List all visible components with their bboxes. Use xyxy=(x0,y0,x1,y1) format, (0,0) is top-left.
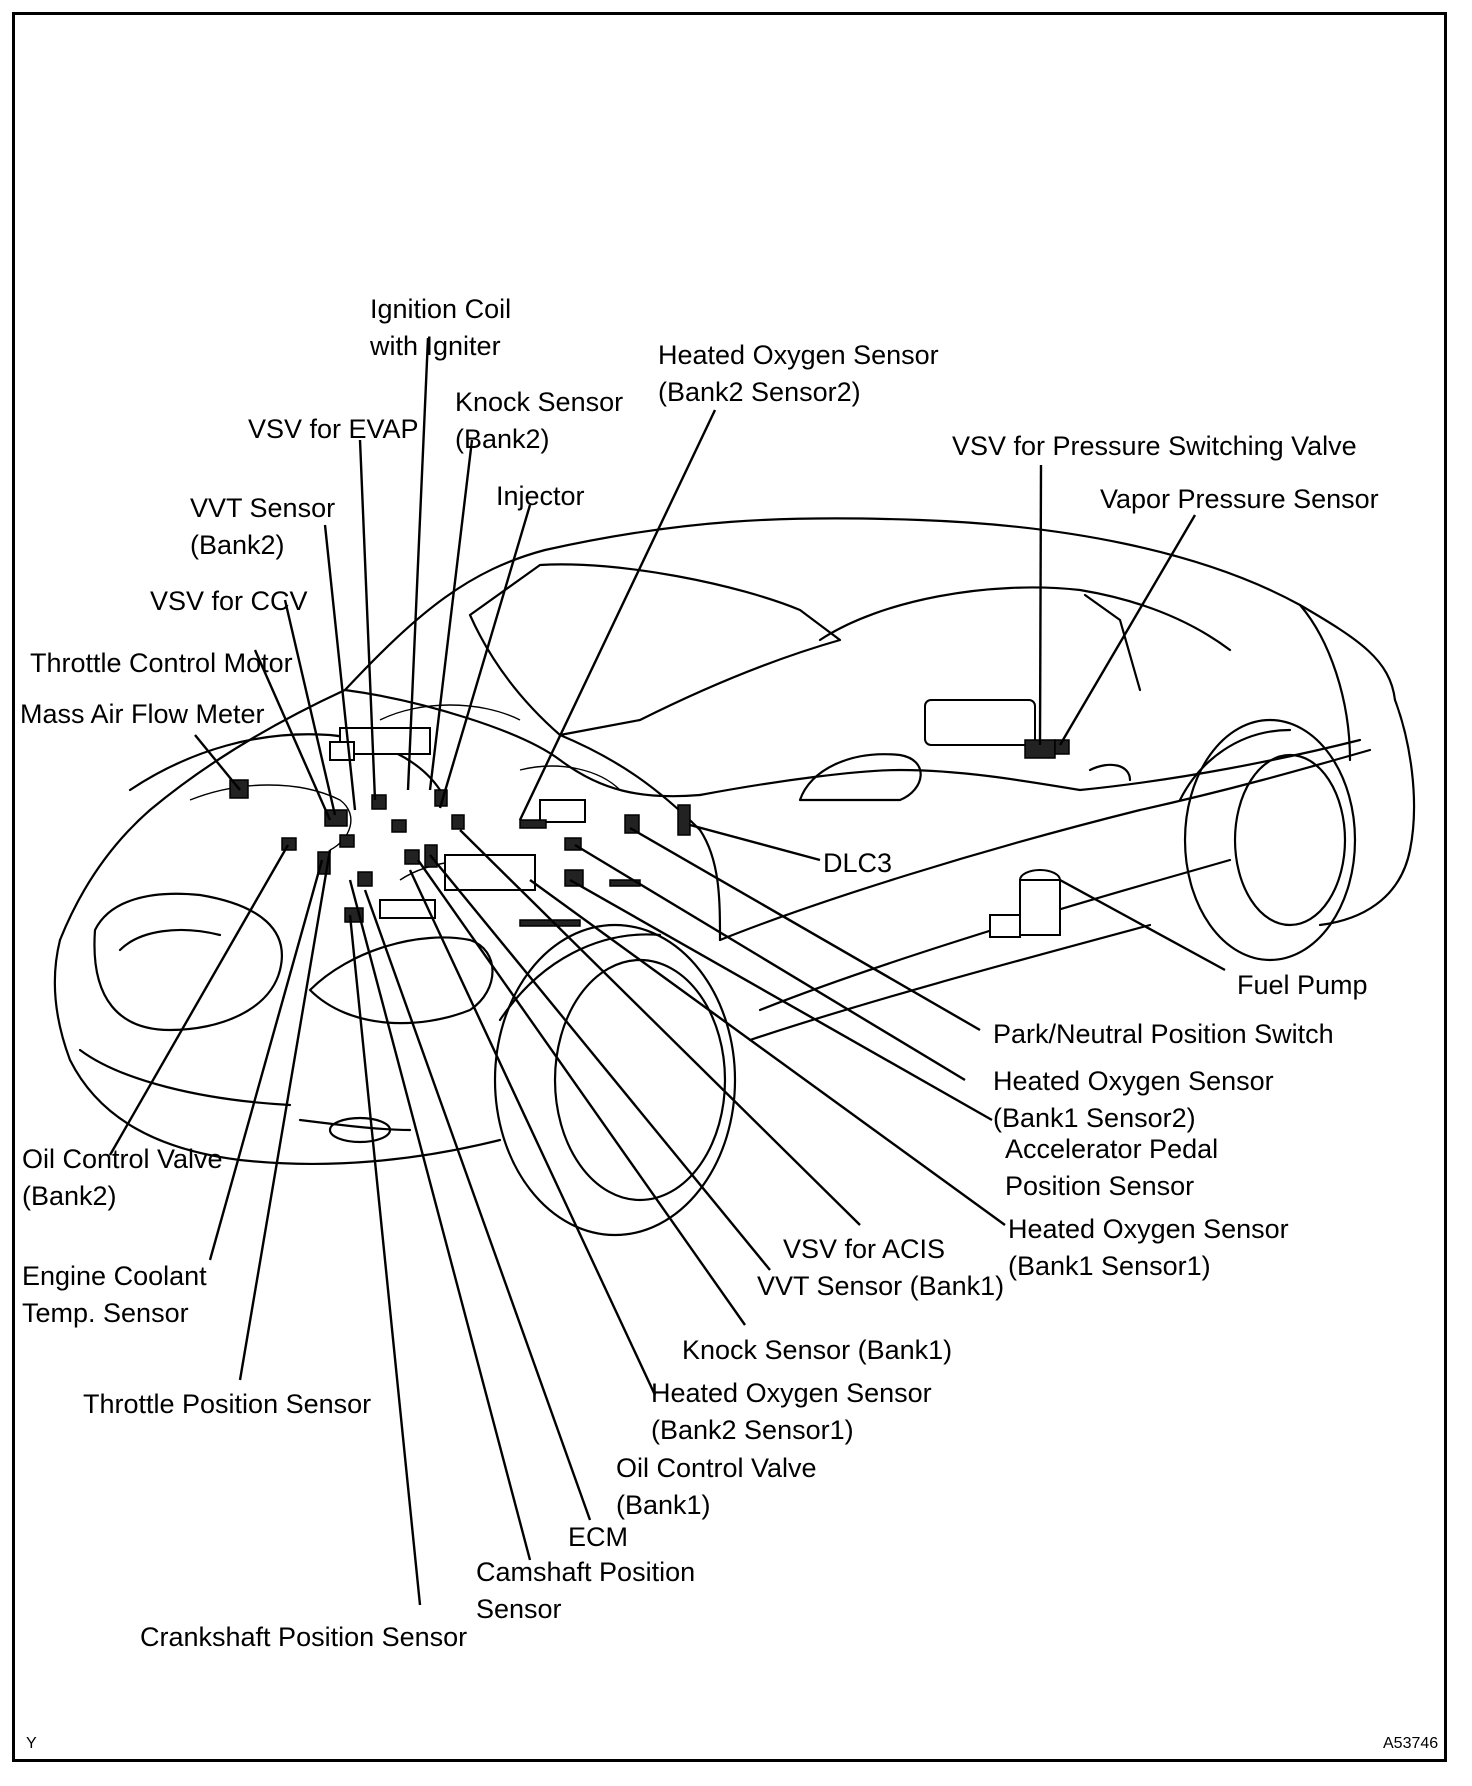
label-maf: Mass Air Flow Meter xyxy=(20,699,265,729)
label-ho2-b1s1-2: (Bank1 Sensor1) xyxy=(1008,1251,1211,1281)
label-knock-b1: Knock Sensor (Bank1) xyxy=(682,1335,952,1365)
label-ecm: ECM xyxy=(568,1522,628,1552)
label-ho2-b2s2-2: (Bank2 Sensor2) xyxy=(658,377,861,407)
label-ocv-b2-2: (Bank2) xyxy=(22,1181,117,1211)
label-ignition-coil-1: Ignition Coil xyxy=(370,294,511,324)
label-ocv-b1-1: Oil Control Valve xyxy=(616,1453,817,1483)
label-injector: Injector xyxy=(496,481,585,511)
figure-id: A53746 xyxy=(1383,1735,1438,1752)
leader-lines xyxy=(108,337,1226,1606)
label-knock-b2-2: (Bank2) xyxy=(455,424,550,454)
label-vsv-psv: VSV for Pressure Switching Valve xyxy=(952,431,1357,461)
label-vsv-ccv: VSV for CCV xyxy=(150,586,308,616)
label-ocv-b2-1: Oil Control Valve xyxy=(22,1144,223,1174)
ecu-box xyxy=(539,799,586,823)
label-knock-b2-1: Knock Sensor xyxy=(455,387,623,417)
component-parts xyxy=(229,699,1070,938)
label-ignition-coil-2: with Igniter xyxy=(369,331,501,361)
label-ect-1: Engine Coolant xyxy=(22,1261,207,1291)
label-vapor-pressure: Vapor Pressure Sensor xyxy=(1100,484,1379,514)
label-vsv-acis: VSV for ACIS xyxy=(783,1234,945,1264)
diagram-frame xyxy=(12,12,1447,1762)
label-vvt-b2-1: VVT Sensor xyxy=(190,493,335,523)
label-cmp-1: Camshaft Position xyxy=(476,1557,695,1587)
label-tps: Throttle Position Sensor xyxy=(83,1389,371,1419)
label-dlc3: DLC3 xyxy=(823,848,892,878)
label-ho2-b2s1-1: Heated Oxygen Sensor xyxy=(651,1378,932,1408)
label-ho2-b2s2-1: Heated Oxygen Sensor xyxy=(658,340,939,370)
label-ocv-b1-2: (Bank1) xyxy=(616,1490,711,1520)
label-ho2-b1s2-1: Heated Oxygen Sensor xyxy=(993,1066,1274,1096)
label-ho2-b1s2-2: (Bank1 Sensor2) xyxy=(993,1103,1196,1133)
label-ho2-b1s1-1: Heated Oxygen Sensor xyxy=(1008,1214,1289,1244)
label-vvt-b1: VVT Sensor (Bank1) xyxy=(757,1271,1004,1301)
label-vvt-b2-2: (Bank2) xyxy=(190,530,285,560)
label-pnp-switch: Park/Neutral Position Switch xyxy=(993,1019,1334,1049)
label-fuel-pump: Fuel Pump xyxy=(1237,970,1368,1000)
label-ckp: Crankshaft Position Sensor xyxy=(140,1622,467,1652)
label-ect-2: Temp. Sensor xyxy=(22,1298,189,1328)
label-app-2: Position Sensor xyxy=(1005,1171,1194,1201)
corner-mark-left: Y xyxy=(26,1735,37,1752)
dlc3-part xyxy=(624,814,640,834)
label-throttle-motor: Throttle Control Motor xyxy=(30,648,293,678)
label-cmp-2: Sensor xyxy=(476,1594,562,1624)
vapor-canister-part xyxy=(924,699,1036,746)
label-app-1: Accelerator Pedal xyxy=(1005,1134,1218,1164)
label-vsv-evap: VSV for EVAP xyxy=(248,414,419,444)
component-labels: Ignition Coil with Igniter Heated Oxygen… xyxy=(20,294,1379,1652)
label-ho2-b2s1-2: (Bank2 Sensor1) xyxy=(651,1415,854,1445)
car-body xyxy=(53,517,1416,1237)
